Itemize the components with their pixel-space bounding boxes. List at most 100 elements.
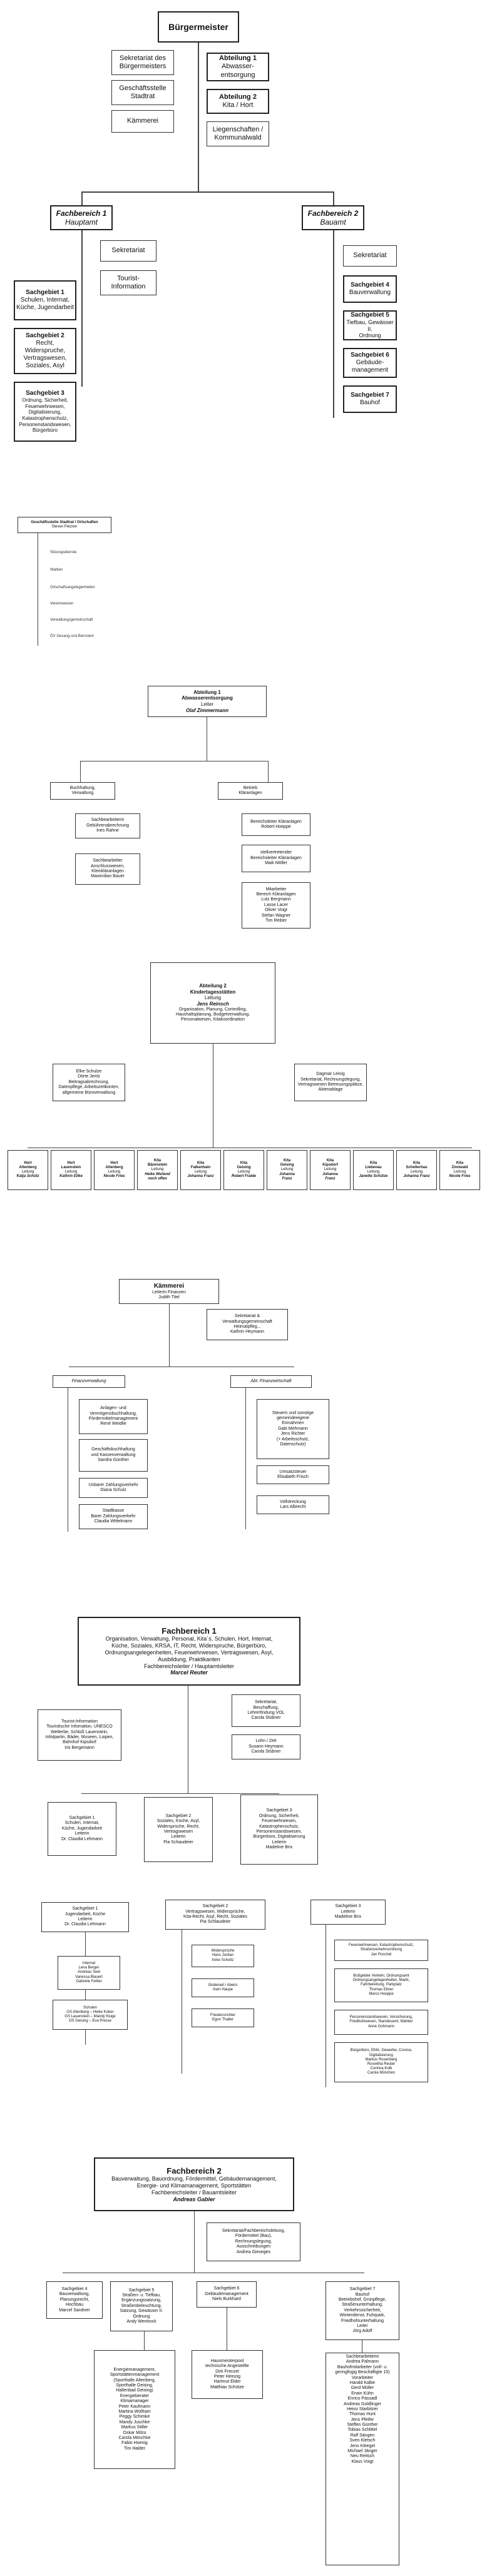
kita-unit-name: Hort Altenberg xyxy=(19,1161,37,1169)
liegenschaften-label: Liegenschaften / Kommunalwald xyxy=(212,125,264,141)
kaem-box: Kämmerei Leiterin Finanzen Judith Titel xyxy=(119,1279,219,1304)
abt1-leader-label: Leiter xyxy=(200,701,213,707)
kaemmerei-label: Kämmerei xyxy=(126,117,159,125)
sg1-box: Sachgebiet 1 Schulen, Internat, Küche, J… xyxy=(14,280,76,320)
kita-unit-role: Leitung xyxy=(237,1170,250,1174)
fb2-sg5-box: Sachgebiet 5 Straßen- u. Tiefbau, Ergänz… xyxy=(110,2281,173,2331)
kita-unit-name: Kita Liebenau xyxy=(365,1161,382,1169)
sg1-title: Sachgebiet 1 xyxy=(26,289,64,296)
kaem-sek-box: Sekretariat & Verwaltungsgemeinschaft He… xyxy=(207,1309,288,1340)
kita-unit-role: Leitung xyxy=(64,1170,78,1174)
sg3-sub: Ordnung, Sicherheit, Feuerwehrwesen, Dig… xyxy=(19,397,71,434)
council-item: Ortschaftsangelegenheiten xyxy=(50,586,95,589)
fb1-detail-title: Fachbereich 1 xyxy=(161,1626,217,1636)
kaem-right-item-text: Steuern und sonstige gemeindeeigene Einn… xyxy=(272,1410,314,1447)
connector xyxy=(81,230,83,387)
fb1-leader: Marcel Reuter xyxy=(170,1669,208,1676)
kaem-sek-text: Sekretariat & Verwaltungsgemeinschaft He… xyxy=(222,1314,272,1335)
detail-sg2-head: Sachgebiet 2 Vertragswesen, Widersprüche… xyxy=(165,1900,265,1930)
fb1-lohn-box: Lohn / Zeit Susann Heymann Carola Stübne… xyxy=(232,1734,300,1759)
kita-unit-name: Kita Zinnwald xyxy=(451,1161,468,1169)
abt1-left-1: Sachbearbeiterin Gebührenabrechnung Ines… xyxy=(86,818,130,833)
fb2-sek-detail-box: Sekretariat/Fachbereichsleitung, Förderm… xyxy=(207,2222,300,2261)
fb1-sg3-text: Sachgebiet 3 Ordnung, Sicherheit, Feuerw… xyxy=(253,1808,305,1850)
detail-sg3-head: Sachgebiet 3 Leiterin Madeline Brix xyxy=(310,1900,386,1925)
fb1-sg2-box: Sachgebiet 2 Soziales, Küche, Asyl, Wide… xyxy=(144,1797,213,1862)
fb2-desc: Bauverwaltung, Bauordnung, Fördermittel,… xyxy=(111,2176,277,2196)
sg4-sub: Bauverwaltung xyxy=(349,289,391,296)
detail-sg1-b-text: Schulen GS Altenberg – Heike Kober GS La… xyxy=(64,2005,116,2024)
fb2-sg7-text: Sachgebiet 7 Bauhof Betriebshof, Grünpfl… xyxy=(339,2287,386,2334)
abt1-left-2-box: Sachbearbeiter Anschlusswesen, Kleinklär… xyxy=(75,853,140,885)
fb2-energie-box: Energiemanagement, Sportstättenmanagemen… xyxy=(94,2350,175,2469)
connector xyxy=(81,191,333,193)
detail-sg3-a: Feuerwehrwesen, Katastrophenschutz, Stra… xyxy=(334,1940,428,1961)
abt1-right-3: Mitarbeiter Bereich Kläranlagen Lutz Ber… xyxy=(256,887,296,923)
detail-sg2-b: Globeneil / Abeirs Irwin Haupe xyxy=(192,1978,254,1997)
sg6-sub: Gebäude- management xyxy=(351,359,389,374)
fb2-bauhof-text: Sachbearbeiterin Andrea Palmann Bauhofmi… xyxy=(335,2355,390,2464)
kita-unit-role: Leitung xyxy=(108,1170,121,1174)
kaem-left-item-text: Geschäftsbuchhaltung und Kassenverwaltun… xyxy=(91,1447,136,1463)
sg3-title: Sachgebiet 3 xyxy=(26,390,64,397)
council-item: Vereinswesen xyxy=(50,602,74,606)
abt1-sub: Abwasser- entsorgung xyxy=(220,63,255,79)
fb1-box: Fachbereich 1 Hauptamt xyxy=(50,205,113,230)
fb1-tourist-text: Tourist-Information Touristische Infomat… xyxy=(45,1719,114,1750)
abt1-title: Abteilung 1 xyxy=(219,54,257,63)
kita-unit-person: Johanna Franz xyxy=(279,1172,295,1181)
sg7-sub: Bauhof xyxy=(360,399,380,406)
connector xyxy=(194,2211,195,2273)
detail-sg3-c: Personenstandswesen, Versicherung, Fried… xyxy=(334,2010,428,2035)
kita-unit-name: Kita Schellerhau xyxy=(406,1161,428,1169)
kaem-left-title: Finanzverwaltung xyxy=(71,1378,106,1383)
fb1-sg1-text: Sachgebiet 1 Schulen, Internat, Küche, J… xyxy=(61,1816,103,1841)
council-box: Geschäftsstelle Stadtrat / Ortschaften S… xyxy=(18,517,111,533)
abt1-right-title: Betrieb Kläranlagen xyxy=(238,785,262,795)
abt1-left-1-box: Sachbearbeiterin Gebührenabrechnung Ines… xyxy=(75,813,140,838)
kaem-left-item-text: Stadtkasse Barer Zahlungsverkehr Claudia… xyxy=(91,1509,136,1524)
fb1-tourist-box: Tourist-Information Touristische Infomat… xyxy=(38,1709,121,1761)
kaemmerei-box: Kämmerei xyxy=(111,110,174,133)
kita-unit-role: Leitung xyxy=(280,1168,294,1172)
sg5-title: Sachgebiet 5 xyxy=(351,311,389,318)
detail-sg3-b-text: Bußgelder Verkehr, Ordnungsamt Ordnungsa… xyxy=(352,1974,410,1996)
abt1-right-3-box: Mitarbeiter Bereich Kläranlagen Lutz Ber… xyxy=(242,882,310,929)
kaem-leader: Leiterin Finanzen Judith Titel xyxy=(152,1290,186,1300)
connector xyxy=(245,1388,246,1529)
fb1-sek-detail-box: Sekretariat, Beschaffung, Lehrerfindung … xyxy=(232,1694,300,1727)
fb2-sek-detail-text: Sekretariat/Fachbereichsleitung, Förderm… xyxy=(222,2229,285,2254)
abt1-right-1: Bereichsleiter Kläranlagen Robert Hoeppe xyxy=(250,819,302,829)
abt2-detail-title: Abteilung 2 Kindertagesstätten xyxy=(190,983,236,995)
fb2-leader: Andreas Gabler xyxy=(173,2196,215,2202)
council-title: Geschäftsstelle Stadtrat / Ortschaften xyxy=(31,520,98,524)
kaem-left-item-text: Anlagen- und Vermögensbuchhaltung, Förde… xyxy=(88,1406,138,1427)
fb2-sg6-box: Sachgebiet 6 Gebäudemanagement Niels Bur… xyxy=(197,2281,257,2308)
detail-sg1-a: Internat Lena Berger Andreas Seel Vaness… xyxy=(58,1956,120,1990)
fb1-sg2-text: Sachgebiet 2 Soziales, Küche, Asyl, Wide… xyxy=(156,1813,200,1845)
connector xyxy=(268,761,269,782)
connector xyxy=(80,761,81,782)
abt2-left-box: Elke Schulze Dörte Jentz Beitragsabrechn… xyxy=(53,1064,125,1101)
fb2-haus-box: Hausmeisterpool technische Angestellte D… xyxy=(192,2350,263,2399)
kaem-left-item: Stadtkasse Barer Zahlungsverkehr Claudia… xyxy=(79,1504,148,1529)
kita-unit-person: Kathrin Eilke xyxy=(59,1174,83,1179)
fb1-sek-detail-text: Sekretariat, Beschaffung, Lehrerfindung … xyxy=(247,1700,285,1721)
abt2-title: Abteilung 2 xyxy=(219,93,257,101)
abt2-leader-label: Leitung xyxy=(204,995,222,1001)
sg2-box: Sachgebiet 2 Recht, Widerspruche, Vertra… xyxy=(14,328,76,374)
fb2-sg4-text: Sachgebiet 4 Bauverwaltung, Planungsrech… xyxy=(59,2287,90,2313)
fb2-box: Fachbereich 2 Bauamt xyxy=(302,205,364,230)
abt1-left-title-box: Buchhaltung, Verwaltung xyxy=(50,782,115,800)
sg4-title: Sachgebiet 4 xyxy=(351,282,389,288)
fb1-leader-label: Fachbereichsleiter / Hauptamtsleiter xyxy=(143,1662,235,1669)
kita-unit-person: Nicole Fries xyxy=(449,1174,471,1179)
fb1-title: Fachbereich 1 xyxy=(56,208,107,218)
abt1-right-title-box: Betrieb Kläranlagen xyxy=(218,782,283,800)
kaem-right-title-box: Abt. Finanzwirtschaft xyxy=(230,1375,312,1388)
